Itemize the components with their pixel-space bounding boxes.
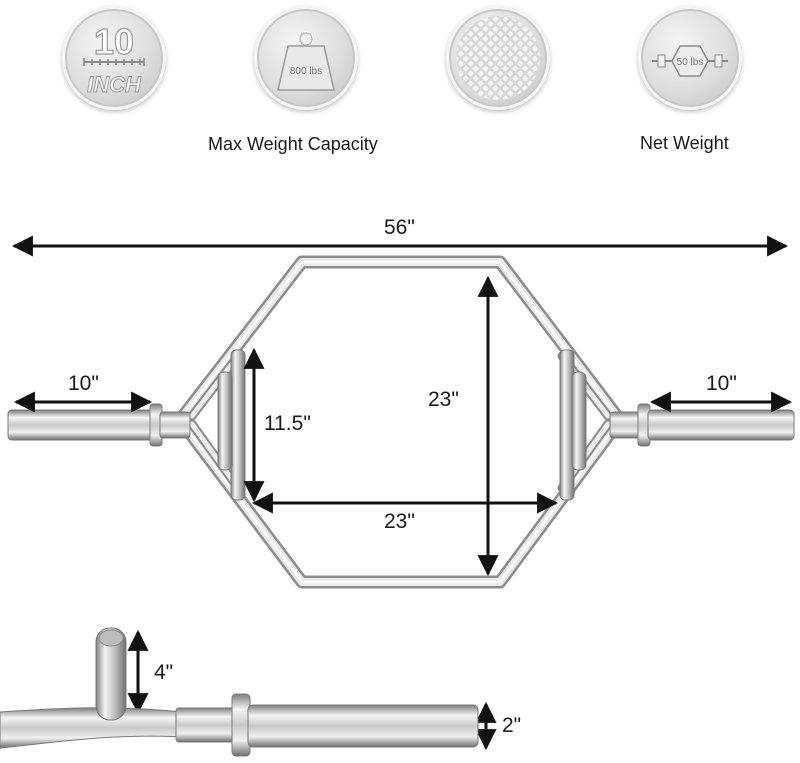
length-number: 10 bbox=[94, 21, 134, 62]
left-handle bbox=[217, 349, 246, 501]
hex-frame bbox=[173, 255, 627, 589]
overall-length-label: 56" bbox=[384, 216, 415, 239]
handle-rise-label: 4" bbox=[154, 661, 174, 684]
left-sleeve bbox=[7, 403, 191, 447]
dimension-arrows bbox=[11, 235, 793, 751]
right-sleeve bbox=[609, 403, 795, 447]
capacity-value: 800 lbs bbox=[290, 66, 322, 77]
inner-width-label: 23" bbox=[384, 510, 415, 533]
weight-icon: 800 lbs bbox=[277, 31, 335, 91]
dumbbell-icon: 50 lbs bbox=[652, 45, 728, 77]
capacity-caption: Max Weight Capacity bbox=[208, 134, 378, 154]
handle-height-label: 11.5" bbox=[264, 412, 311, 435]
length-unit: INCH bbox=[87, 72, 142, 97]
frame-height-label: 23" bbox=[428, 388, 459, 411]
knurling-icon bbox=[456, 16, 540, 100]
right-handle bbox=[559, 349, 587, 501]
net-weight-caption: Net Weight bbox=[640, 133, 729, 153]
ruler-icon: 10 INCH bbox=[83, 20, 145, 98]
net-weight-value: 50 lbs bbox=[677, 57, 704, 68]
right-sleeve-label: 10" bbox=[706, 372, 737, 395]
left-sleeve-label: 10" bbox=[68, 372, 99, 395]
closeup-detail bbox=[0, 627, 479, 757]
sleeve-diameter-label: 2" bbox=[502, 714, 522, 737]
net-weight-badge: 50 lbs bbox=[638, 6, 742, 110]
length-badge: 10 INCH bbox=[62, 6, 166, 110]
knurling-badge bbox=[446, 6, 550, 110]
capacity-badge: 800 lbs bbox=[254, 6, 358, 110]
